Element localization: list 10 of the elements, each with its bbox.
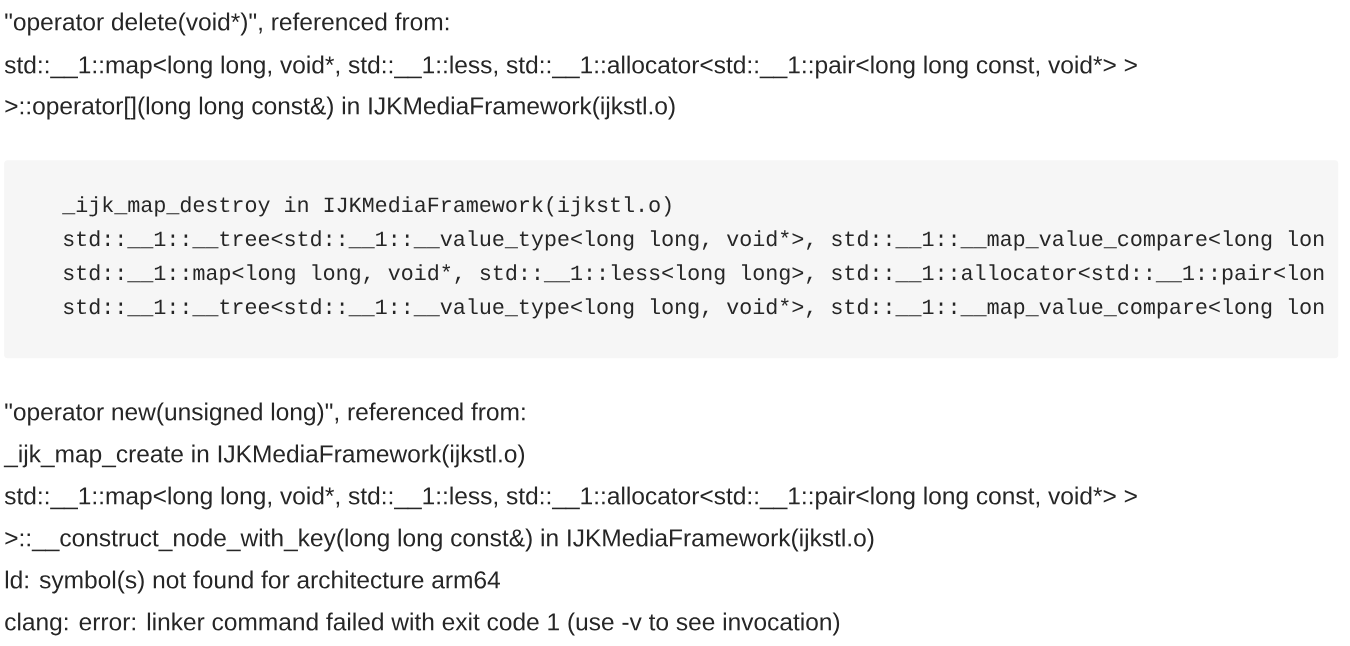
text-line: clang: error: linker command failed with exit code 1 (use -v to see invocation) [5, 612, 840, 636]
text-line: >::operator[](long long const&) in IJKMediaFramework(ijkstl.o) [5, 96, 675, 120]
code-block: _ijk_map_destroy in IJKMediaFramework(ijkstl.o) std::__1::__tree<std::__1::__value_type<long long, void*>, std::__1::__map_value_compare<long lon std::__1::map<long long, void*, std::__1::less<long long>, std::__1::allocator<std::__1::pair<lon std::__1::__tree<std::__1::__value_type<long long, void*>, std::__1::__map_value_compare<long lon [4, 160, 1339, 359]
text-line: "operator delete(void*)", referenced from: [5, 12, 449, 36]
text-line: >::__construct_node_with_key(long long const&) in IJKMediaFramework(ijkstl.o) [5, 528, 874, 552]
text-line: std::__1::map<long long, void*, std::__1::less, std::__1::allocator<std::__1::pair<long long const, void*> > [4, 55, 1137, 79]
text-line: "operator new(unsigned long)", referenced from: [5, 402, 525, 426]
text-line: std::__1::map<long long, void*, std::__1::less, std::__1::allocator<std::__1::pair<long long const, void*> > [4, 486, 1137, 510]
text-line: _ijk_map_create in IJKMediaFramework(ijkstl.o) [3, 444, 525, 468]
text-line: ld: symbol(s) not found for architecture arm64 [5, 570, 500, 594]
